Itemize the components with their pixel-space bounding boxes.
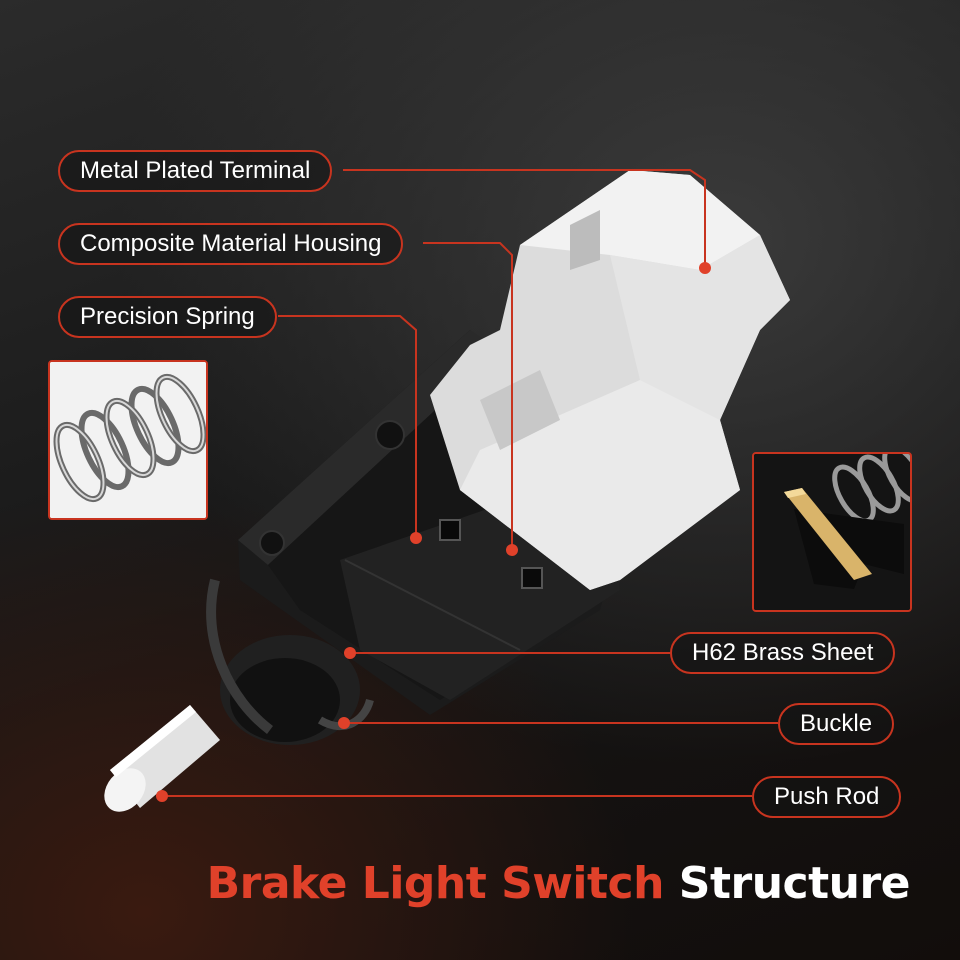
title-highlight: Brake Light Switch bbox=[206, 858, 665, 909]
brass-sheet-detail-inset bbox=[752, 452, 912, 612]
leader-dots bbox=[156, 262, 711, 802]
callout-h62-brass-sheet: H62 Brass Sheet bbox=[670, 632, 896, 674]
callout-buckle: Buckle bbox=[778, 703, 895, 745]
spring-coil-icon bbox=[50, 362, 206, 518]
callout-label: Composite Material Housing bbox=[80, 230, 382, 257]
callout-precision-spring: Precision Spring bbox=[58, 296, 277, 338]
callout-label: Metal Plated Terminal bbox=[80, 157, 311, 184]
callout-push-rod: Push Rod bbox=[752, 776, 902, 818]
callout-label: H62 Brass Sheet bbox=[692, 639, 874, 666]
buckle-collar bbox=[206, 578, 374, 745]
callout-label: Buckle bbox=[800, 710, 873, 737]
callout-label: Push Rod bbox=[774, 783, 880, 810]
page-title: Brake Light Switch Structure bbox=[206, 858, 911, 909]
title-rest: Structure bbox=[678, 858, 911, 909]
callout-label: Precision Spring bbox=[80, 303, 255, 330]
callout-metal-plated-terminal: Metal Plated Terminal bbox=[58, 150, 333, 192]
spring-detail-inset bbox=[48, 360, 208, 520]
leader-lines bbox=[162, 169, 778, 797]
push-rod bbox=[104, 705, 220, 812]
connector-housing bbox=[430, 170, 790, 590]
brass-contact-icon bbox=[754, 454, 910, 610]
callout-composite-material-housing: Composite Material Housing bbox=[58, 223, 404, 265]
